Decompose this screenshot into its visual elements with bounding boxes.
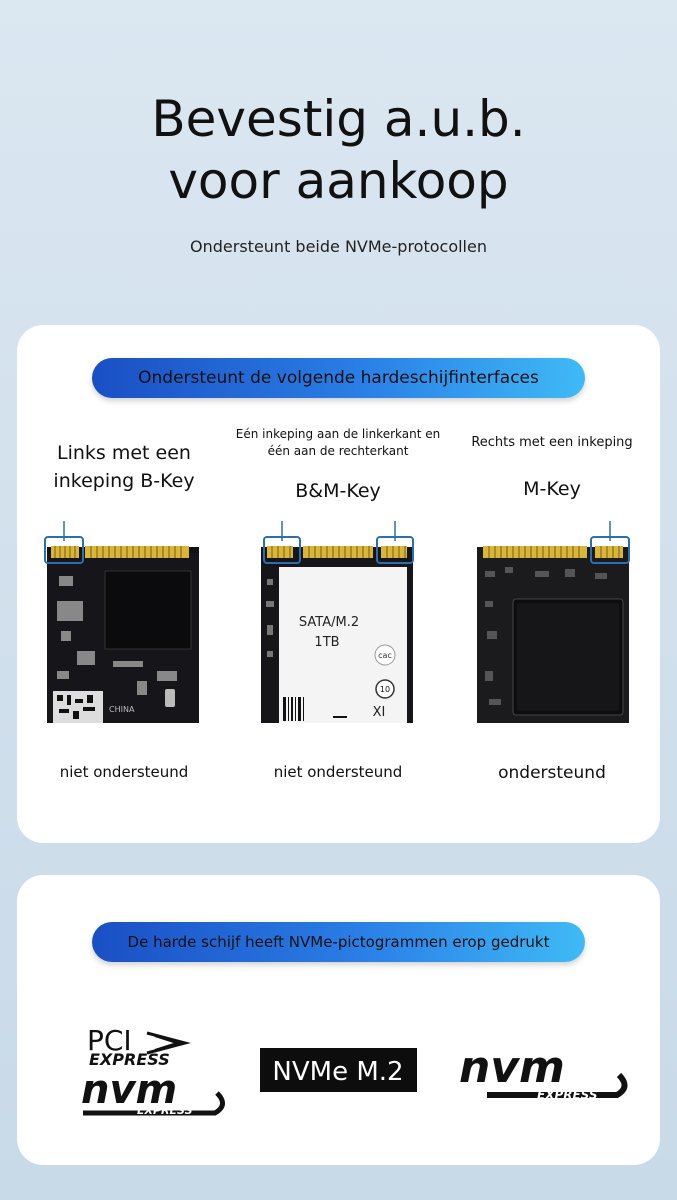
nvm-express-logo: nvm EXPRESS bbox=[459, 1042, 628, 1102]
nvme-banner: De harde schijf heeft NVMe-pictogrammen … bbox=[92, 922, 585, 962]
title-line-2: voor aankoop bbox=[168, 152, 509, 210]
m-key-column: Rechts met een inkeping M-Key ondersteun… bbox=[445, 325, 659, 843]
nvme-logos: PCI EXPRESS nvm EXPRESS NVMe M.2 nvm EXP… bbox=[81, 1024, 628, 1117]
bm-key-ssd-image: SATA/M.2 1TB cac 10 XI bbox=[261, 521, 414, 723]
bm-key-column: Eén inkeping aan de linkerkant en één aa… bbox=[231, 325, 445, 843]
logo1-express-small: EXPRESS bbox=[137, 1104, 193, 1117]
m-key-ssd-image bbox=[477, 521, 630, 723]
bm-key-description-line2: één aan de rechterkant bbox=[267, 444, 409, 458]
interfaces-card: Ondersteunt de volgende hardeschijfinter… bbox=[17, 325, 660, 843]
b-key-board-text: CHINA bbox=[109, 705, 135, 714]
bm-chip-text1: SATA/M.2 bbox=[299, 615, 359, 630]
page-title: Bevestig a.u.b. voor aankoop bbox=[0, 88, 677, 212]
logo3-nvm: nvm bbox=[459, 1042, 565, 1093]
m-key-description: Rechts met een inkeping bbox=[471, 435, 633, 450]
logo1-express: EXPRESS bbox=[89, 1050, 170, 1069]
bm-key-description: Eén inkeping aan de linkerkant en één aa… bbox=[231, 426, 445, 460]
logo1-pci: PCI bbox=[87, 1024, 132, 1057]
bm-key-status: niet ondersteund bbox=[273, 763, 403, 781]
logo2-text: NVMe M.2 bbox=[272, 1057, 403, 1087]
nvme-m2-logo: NVMe M.2 bbox=[260, 1048, 417, 1092]
bm-chip-mark2: 10 bbox=[380, 685, 390, 694]
bm-key-description-line1: Eén inkeping aan de linkerkant en bbox=[235, 427, 441, 441]
bm-chip-mark1: cac bbox=[378, 651, 392, 660]
b-key-description-line2: inkeping B-Key bbox=[53, 470, 195, 492]
b-key-status: niet ondersteund bbox=[59, 763, 189, 781]
nvme-logos-card: De harde schijf heeft NVMe-pictogrammen … bbox=[17, 875, 660, 1165]
b-key-description-line1: Links met een bbox=[57, 442, 191, 464]
m-key-name: M-Key bbox=[523, 478, 581, 500]
bm-chip-mark3: XI bbox=[373, 705, 386, 720]
bm-chip-text2: 1TB bbox=[314, 635, 339, 650]
logo1-nvm: nvm bbox=[81, 1067, 177, 1113]
b-key-description: Links met een inkeping B-Key bbox=[17, 439, 231, 495]
title-line-1: Bevestig a.u.b. bbox=[151, 90, 526, 148]
logo3-express: EXPRESS bbox=[537, 1088, 598, 1102]
bm-key-name: B&M-Key bbox=[295, 480, 381, 502]
page-subtitle: Ondersteunt beide NVMe-protocollen bbox=[190, 237, 487, 256]
b-key-column: Links met een inkeping B-Key bbox=[17, 325, 231, 843]
b-key-ssd-image: CHINA bbox=[44, 521, 199, 723]
m-key-status: ondersteund bbox=[498, 763, 606, 783]
interfaces-banner: Ondersteunt de volgende hardeschijfinter… bbox=[92, 358, 585, 398]
pci-express-nvm-logo: PCI EXPRESS nvm EXPRESS bbox=[81, 1024, 225, 1117]
